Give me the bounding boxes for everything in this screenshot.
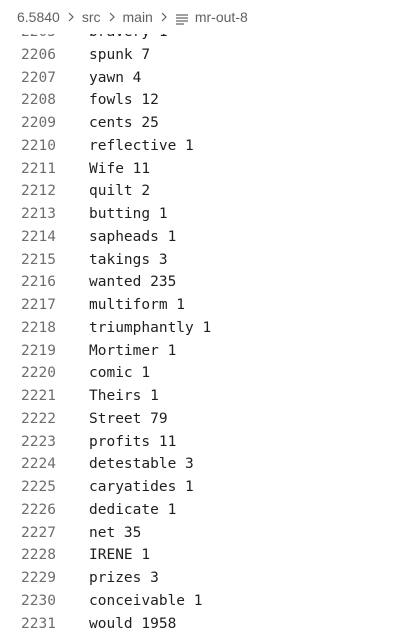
editor-line[interactable]: 2218 triumphantly 1 [0,317,401,340]
line-text[interactable]: sapheads 1 [89,228,177,245]
line-number: 2214 [21,228,56,245]
editor-line[interactable]: 2228 IRENE 1 [0,544,401,567]
line-text[interactable]: Wife 11 [89,160,151,177]
line-number: 2226 [21,501,56,518]
line-text[interactable]: yawn 4 [89,69,142,86]
editor-line[interactable]: 2219 Mortimer 1 [0,340,401,363]
line-text[interactable]: prizes 3 [89,570,159,586]
editor-line[interactable]: 2221 Theirs 1 [0,385,401,408]
breadcrumb-item-root[interactable]: 6.5840 [17,9,60,25]
line-number: 2218 [21,319,56,336]
line-text[interactable]: spunk 7 [89,46,151,63]
line-number: 2207 [21,69,56,86]
line-number: 2213 [21,206,56,222]
editor-line[interactable]: 2226 dedicate 1 [0,499,401,522]
breadcrumb-item-file[interactable]: mr-out-8 [194,9,248,25]
line-number: 2211 [21,160,56,177]
breadcrumb-item-main[interactable]: main [122,9,153,25]
line-text[interactable]: would 1958 [89,615,177,632]
chevron-right-icon [107,11,117,23]
editor-line[interactable]: 2217 multiform 1 [0,294,401,317]
line-number: 2229 [21,570,56,586]
editor-line[interactable]: 2227 net 35 [0,522,401,545]
line-number: 2224 [21,456,56,473]
line-number: 2209 [21,115,56,131]
lines-file-icon [175,12,189,25]
line-text[interactable]: cents 25 [89,115,159,131]
line-number: 2216 [21,274,56,291]
line-number: 2219 [21,342,56,359]
line-text[interactable]: Street 79 [89,410,168,427]
breadcrumb: 6.5840 src main mr-out-8 [0,0,401,34]
editor-line[interactable]: 2216 wanted 235 [0,271,401,294]
line-number: 2217 [21,297,56,313]
line-number: 2230 [21,592,56,609]
line-number: 2222 [21,410,56,427]
line-number: 2220 [21,365,56,382]
editor-line[interactable]: 2206 spunk 7 [0,44,401,67]
editor-line[interactable]: 2211 Wife 11 [0,158,401,181]
editor-line[interactable]: 2214 sapheads 1 [0,226,401,249]
editor-line[interactable]: 2208 fowls 12 [0,89,401,112]
editor-line[interactable]: 2222 Street 79 [0,408,401,431]
line-text[interactable]: reflective 1 [89,137,194,154]
line-text[interactable]: fowls 12 [89,92,159,109]
line-number: 2221 [21,388,56,404]
line-number: 2228 [21,547,56,564]
line-number: 2231 [21,615,56,632]
line-text[interactable]: Mortimer 1 [89,342,177,359]
editor-line[interactable]: 2231 would 1958 [0,613,401,636]
line-text[interactable]: multiform 1 [89,297,186,313]
line-text[interactable]: quilt 2 [89,183,151,200]
line-number: 2225 [21,479,56,495]
editor-line[interactable]: 2209 cents 25 [0,112,401,135]
line-number: 2212 [21,183,56,200]
editor-line[interactable]: 2220 comic 1 [0,362,401,385]
line-text[interactable]: net 35 [89,524,142,541]
editor-line[interactable]: 2225 caryatides 1 [0,476,401,499]
breadcrumb-item-src[interactable]: src [81,9,101,25]
chevron-right-icon [159,11,169,23]
line-text[interactable]: wanted 235 [89,274,177,291]
line-text[interactable]: butting 1 [89,206,168,222]
line-text[interactable]: caryatides 1 [89,479,194,495]
line-number: 2210 [21,137,56,154]
editor-line[interactable]: 2210 reflective 1 [0,135,401,158]
chevron-right-icon [66,11,76,23]
editor-line[interactable]: 2213 butting 1 [0,203,401,226]
editor-line[interactable]: 2229 prizes 3 [0,567,401,590]
line-text[interactable]: IRENE 1 [89,547,151,564]
line-text[interactable]: takings 3 [89,251,168,268]
editor-line[interactable]: 2207 yawn 4 [0,67,401,90]
line-text[interactable]: conceivable 1 [89,592,203,609]
line-text[interactable]: Theirs 1 [89,388,159,404]
line-text[interactable]: detestable 3 [89,456,194,473]
editor-line[interactable]: 2212 quilt 2 [0,180,401,203]
line-text[interactable]: dedicate 1 [89,501,177,518]
editor-line[interactable]: 2215 takings 3 [0,249,401,272]
line-number: 2206 [21,46,56,63]
line-number: 2215 [21,251,56,268]
line-text[interactable]: comic 1 [89,365,151,382]
editor-line[interactable]: 2230 conceivable 1 [0,590,401,613]
line-text[interactable]: triumphantly 1 [89,319,212,336]
line-number: 2223 [21,433,56,450]
editor-line[interactable]: 2223 profits 11 [0,431,401,454]
line-number: 2208 [21,92,56,109]
line-number: 2227 [21,524,56,541]
editor-line[interactable]: 2224 detestable 3 [0,453,401,476]
line-text[interactable]: profits 11 [89,433,177,450]
